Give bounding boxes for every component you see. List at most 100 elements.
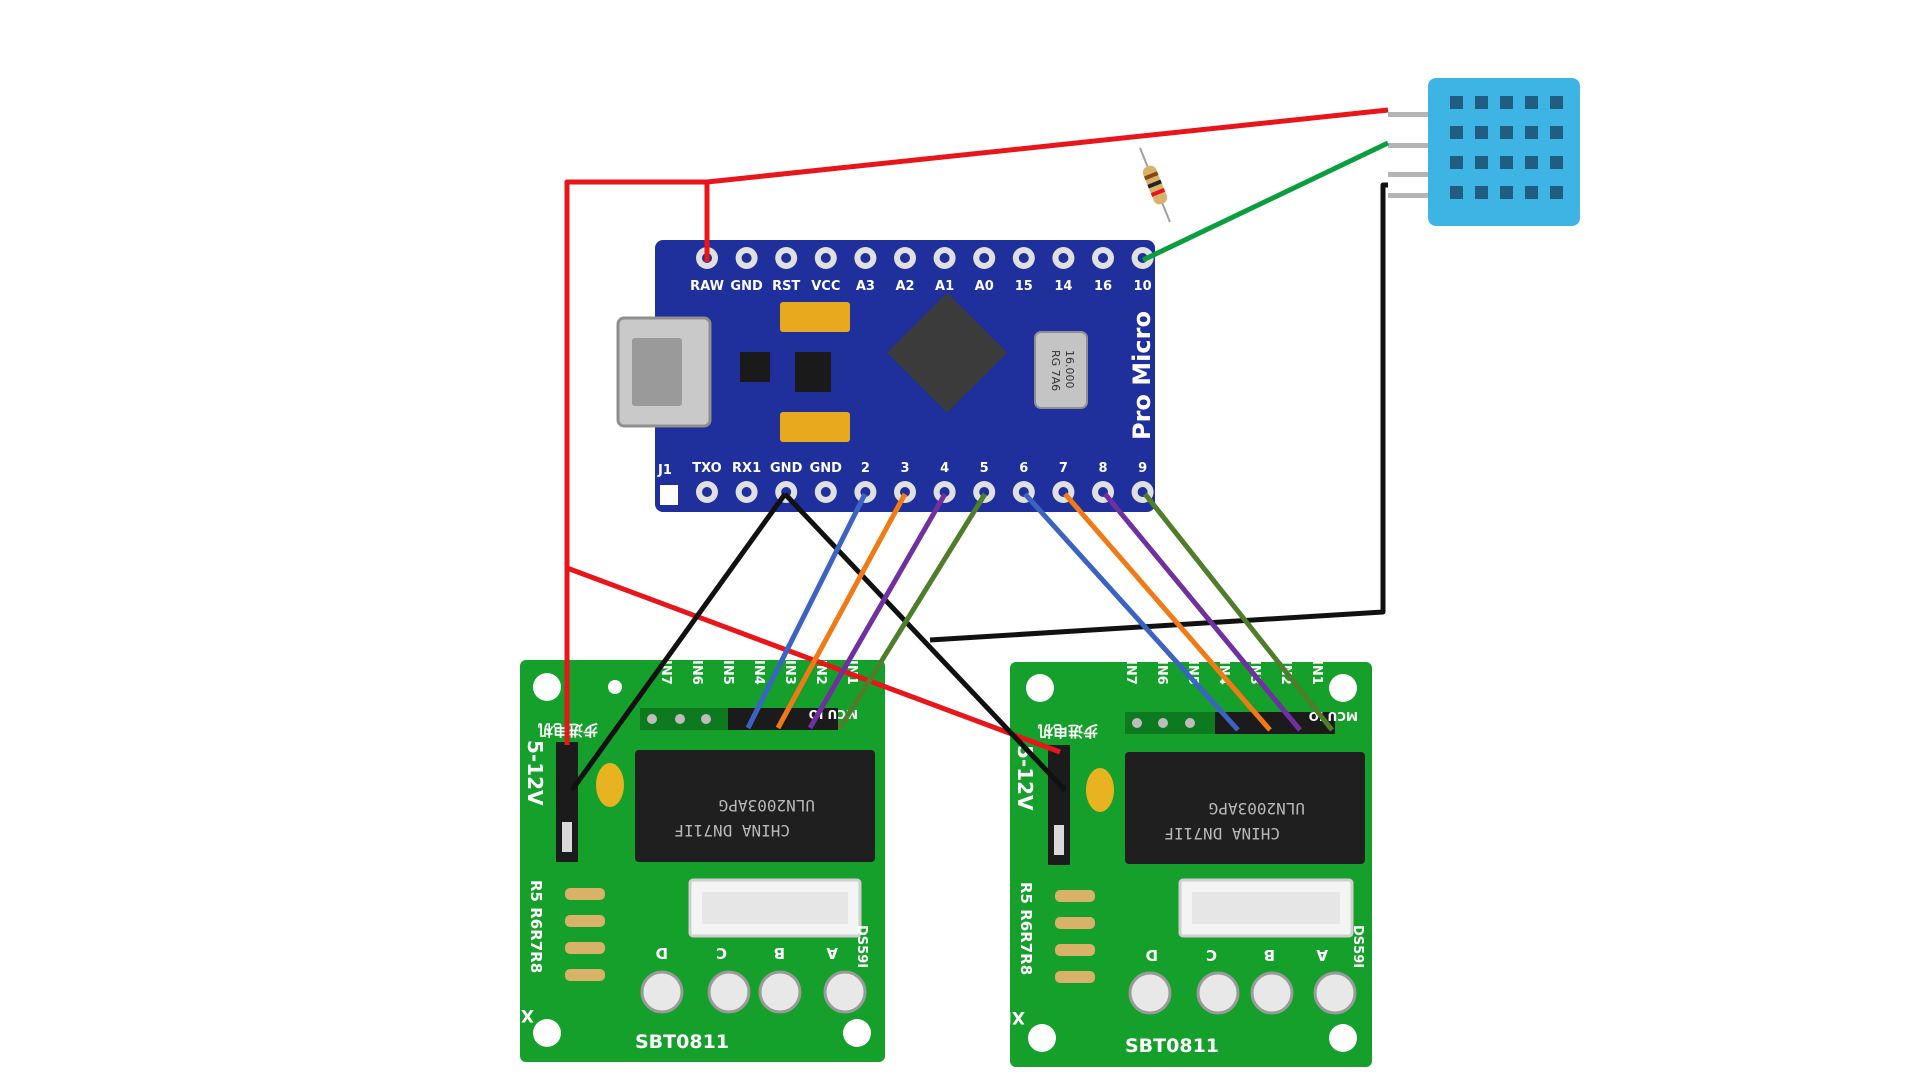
mount-hole [1329,674,1357,702]
driver-board-2-leds [1128,971,1357,1015]
crystal-label: 16.000 [1063,350,1076,389]
driver-board-1-power-header [556,742,578,862]
driver-board-1-side-code: DS59I [854,925,869,968]
dht11-vent [1500,126,1513,139]
mount-hole [533,673,561,701]
driver-board-1-resistors [565,888,605,981]
driver-board-1-label: SBT0811 [635,1031,729,1053]
mount-hole [533,1019,561,1047]
dht11-vent [1450,156,1463,169]
connector-cavity [1192,892,1340,924]
crystal [1034,331,1088,409]
capacitor [596,763,624,807]
wire-pin3-in2-board1 [775,492,908,730]
dht11-vent [1525,126,1538,139]
top-pin-label: RAW [690,279,724,294]
wire-gnd-driver-2 [783,492,1067,792]
dht11-vent-grid [1450,96,1563,199]
driver-board-2-side-code: DS59I [1350,925,1365,968]
dht11-vent [1475,186,1488,199]
dht11-vent [1500,186,1513,199]
bottom-pin-label: 5 [980,461,989,476]
dht11-vent [1550,126,1563,139]
top-pin-label: 15 [1015,279,1033,294]
tantalum-cap [780,412,850,442]
led-label-a: A [1316,946,1328,964]
dht11-vent [1475,126,1488,139]
top-pin-label: A2 [895,279,914,294]
bottom-pin-label: 8 [1098,461,1107,476]
driver-board-1-leds [640,970,867,1014]
svg-text:IN1: IN1 [1309,660,1324,685]
bottom-pin-label: 2 [861,461,870,476]
pad [1132,718,1142,728]
top-pin-hole [900,253,910,263]
led-label-d: D [1146,946,1158,964]
dht11-vent [1500,156,1513,169]
dht11-vent [1550,186,1563,199]
j1-pad [660,485,678,505]
wire-pin4-in3-board1 [807,492,948,730]
wire-gnd-sensor [929,182,1388,643]
pad [647,714,657,724]
chip-text: ULN2003APG [1209,799,1305,818]
mount-hole [843,1019,871,1047]
driver-board-1-part-code: XI13647 [455,1005,534,1025]
bottom-pin-hole [820,487,831,497]
sensor-pin [1388,112,1428,117]
dht11-body [1428,78,1580,226]
led-label-d: D [656,944,668,962]
led-label-c: C [1206,946,1217,964]
chip-sub: CHINA DN71IF [1164,824,1280,843]
svg-text:IN5: IN5 [720,660,735,685]
svg-text:IN3: IN3 [782,660,797,685]
regulator [795,352,831,392]
dht11-vent [1450,126,1463,139]
led-label-c: C [716,944,727,962]
dht11-vent [1550,156,1563,169]
top-pin-label: A3 [856,279,875,294]
dht11-sensor [1388,78,1580,226]
connector-cavity [702,892,848,924]
top-pin-label: 16 [1094,279,1112,294]
driver-board-1-uln2003-chip [635,750,875,862]
dht11-vent [1550,96,1563,109]
top-pin-hole [781,253,792,263]
sensor-pin [1388,193,1428,198]
pad [675,714,685,724]
driver-board-2: IN7 IN6 IN5 IN4 IN3 IN2 IN1 MCU IO 5-12V… [946,660,1372,1067]
bottom-pin-hole [741,487,752,497]
top-pin-hole [1098,253,1108,263]
usb-port [632,338,682,406]
dht11-vent [1525,156,1538,169]
top-pin-label: A1 [935,279,954,294]
sensor-pin [1388,143,1428,148]
wire-pin9-in4-board2 [1143,492,1334,732]
svg-text:IN6: IN6 [1154,660,1169,685]
pro-micro-label: Pro Micro [1128,311,1156,440]
wire-gnd-driver-1 [569,492,788,792]
mount-hole-small [608,680,622,694]
driver-board-2-motor-label: 步进电机 [1038,722,1098,740]
bottom-pin-hole [702,487,712,497]
capacitor [1086,768,1114,812]
driver-board-2-io-header [1215,712,1335,734]
pad [701,714,711,724]
top-pin-hole [939,253,950,263]
pullup-resistor [1139,147,1171,223]
mount-hole [1026,674,1054,702]
dht11-vent [1450,96,1463,109]
wire-power-raw-to-sensor [704,107,1389,262]
top-pin-label: RST [772,279,800,294]
mount-hole [1028,1024,1056,1052]
jumper-pin [562,822,572,852]
pad [1185,718,1195,728]
diode [740,352,770,382]
led-label-a: A [826,944,838,962]
chip-sub: CHINA DN71IF [674,821,790,840]
driver-board-1-power-label: 5-12V [523,740,547,806]
tantalum-cap [780,302,850,332]
